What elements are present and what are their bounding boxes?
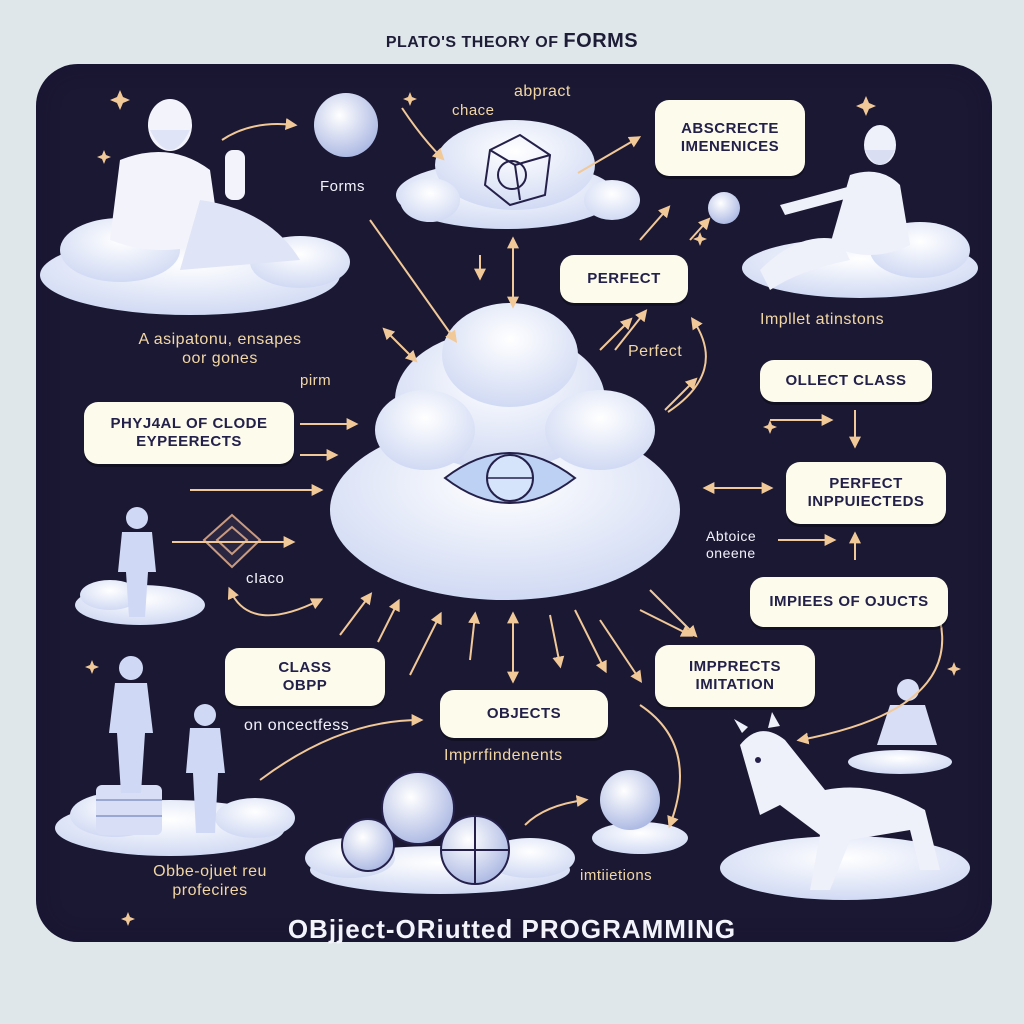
horse-statue bbox=[734, 712, 940, 890]
central-cloud bbox=[330, 303, 680, 600]
box-abscrecte-line1: ABSCRECTE bbox=[681, 120, 779, 137]
box-physical-line1: PHYJ4AL OF CLODE bbox=[110, 415, 268, 432]
box-impprects-line2: IMITATION bbox=[695, 676, 775, 693]
label-asipatonu-line1: A asipatonu, ensapes bbox=[138, 331, 302, 348]
small-orb bbox=[708, 192, 740, 224]
standing-figure-left bbox=[118, 507, 156, 617]
form-orb bbox=[314, 93, 378, 157]
box-class-obpp-line2: OBPP bbox=[282, 677, 328, 694]
cloud-left-middle bbox=[75, 580, 205, 625]
label-on-oncectess: on oncectfess bbox=[244, 717, 350, 734]
philosopher-statue-reclining bbox=[110, 99, 300, 270]
label-impr: Imprrfindenents bbox=[444, 747, 563, 764]
pedestal bbox=[96, 785, 162, 835]
box-object-class-label: OLLECT CLASS bbox=[785, 372, 907, 389]
box-physical-line2: EYPEERECTS bbox=[136, 433, 242, 450]
connector-arrows bbox=[172, 107, 944, 829]
label-implpet: Impllet atinstons bbox=[760, 311, 885, 328]
box-physical: PHYJ4AL OF CLODE EYPEERECTS bbox=[84, 402, 294, 464]
title-prefix: PLATO'S THEORY OF bbox=[385, 34, 559, 51]
label-forms: Forms bbox=[320, 178, 365, 195]
label-obbe-line2: profecires bbox=[172, 882, 248, 900]
box-abscrecte-line2: IMENENICES bbox=[680, 138, 780, 155]
diagram-subtitle: OBjject-ORiutted PROGRAMMING bbox=[287, 914, 737, 944]
box-objects: OBJECTS bbox=[440, 690, 608, 738]
polyhedron-icon bbox=[483, 133, 552, 207]
label-chaco: cIaco bbox=[246, 570, 285, 587]
label-asipatonu: A asipatonu, ensapes oor gones bbox=[100, 330, 340, 368]
box-object-class: OLLECT CLASS bbox=[760, 360, 932, 402]
box-class-obpp-line1: CLASS bbox=[278, 659, 332, 676]
cloud-bottom-left bbox=[55, 793, 295, 856]
box-perfect-label: PERFECT bbox=[587, 270, 661, 287]
label-perfect-small: Perfect bbox=[628, 343, 683, 360]
label-abpract: abpract bbox=[514, 83, 571, 100]
stars bbox=[85, 90, 961, 926]
philosopher-statue-reaching bbox=[760, 125, 910, 290]
eye-icon bbox=[443, 452, 577, 504]
label-obbe: Obbe-ojuet reu profecires bbox=[110, 862, 310, 900]
box-objects-label: OBJECTS bbox=[486, 705, 562, 722]
label-abtoice-line2: oneene bbox=[706, 544, 756, 561]
box-perfect-inpuiecteds-line2: INPPUIECTEDS bbox=[807, 493, 925, 510]
box-impprects: IMPPRECTS IMITATION bbox=[655, 645, 815, 707]
label-abtoice: Abtoice oneene bbox=[706, 528, 756, 562]
label-obbe-line1: Obbe-ojuet reu bbox=[153, 863, 267, 880]
box-impiees: IMPIEES OF OJUCTS bbox=[750, 577, 948, 627]
diagram-title: PLATO'S THEORY OF FORMS bbox=[0, 30, 1024, 53]
box-perfect-inpuiecteds: PERFECT INPPUIECTEDS bbox=[786, 462, 946, 524]
box-impiees-label: IMPIEES OF OJUCTS bbox=[769, 593, 929, 610]
title-accent: FORMS bbox=[563, 30, 639, 52]
label-imtiations: imtiietions bbox=[580, 867, 653, 884]
box-abscrecte: ABSCRECTE IMENENICES bbox=[655, 100, 805, 176]
label-abtoice-line1: Abtoice bbox=[706, 528, 757, 544]
spheres-group bbox=[341, 770, 660, 885]
label-asipatonu-line2: oor gones bbox=[182, 350, 258, 368]
label-pirm: pirm bbox=[300, 372, 332, 389]
box-class-obpp: CLASS OBPP bbox=[225, 648, 385, 706]
box-perfect-inpuiecteds-line1: PERFECT bbox=[829, 475, 903, 492]
box-perfect: PERFECT bbox=[560, 255, 688, 303]
seated-figure bbox=[877, 679, 937, 745]
standing-figures-bottom-left bbox=[109, 656, 225, 833]
box-impprects-line1: IMPPRECTS bbox=[688, 658, 781, 675]
label-chace: chace bbox=[452, 102, 495, 119]
cloud-bottom-right bbox=[720, 750, 970, 900]
